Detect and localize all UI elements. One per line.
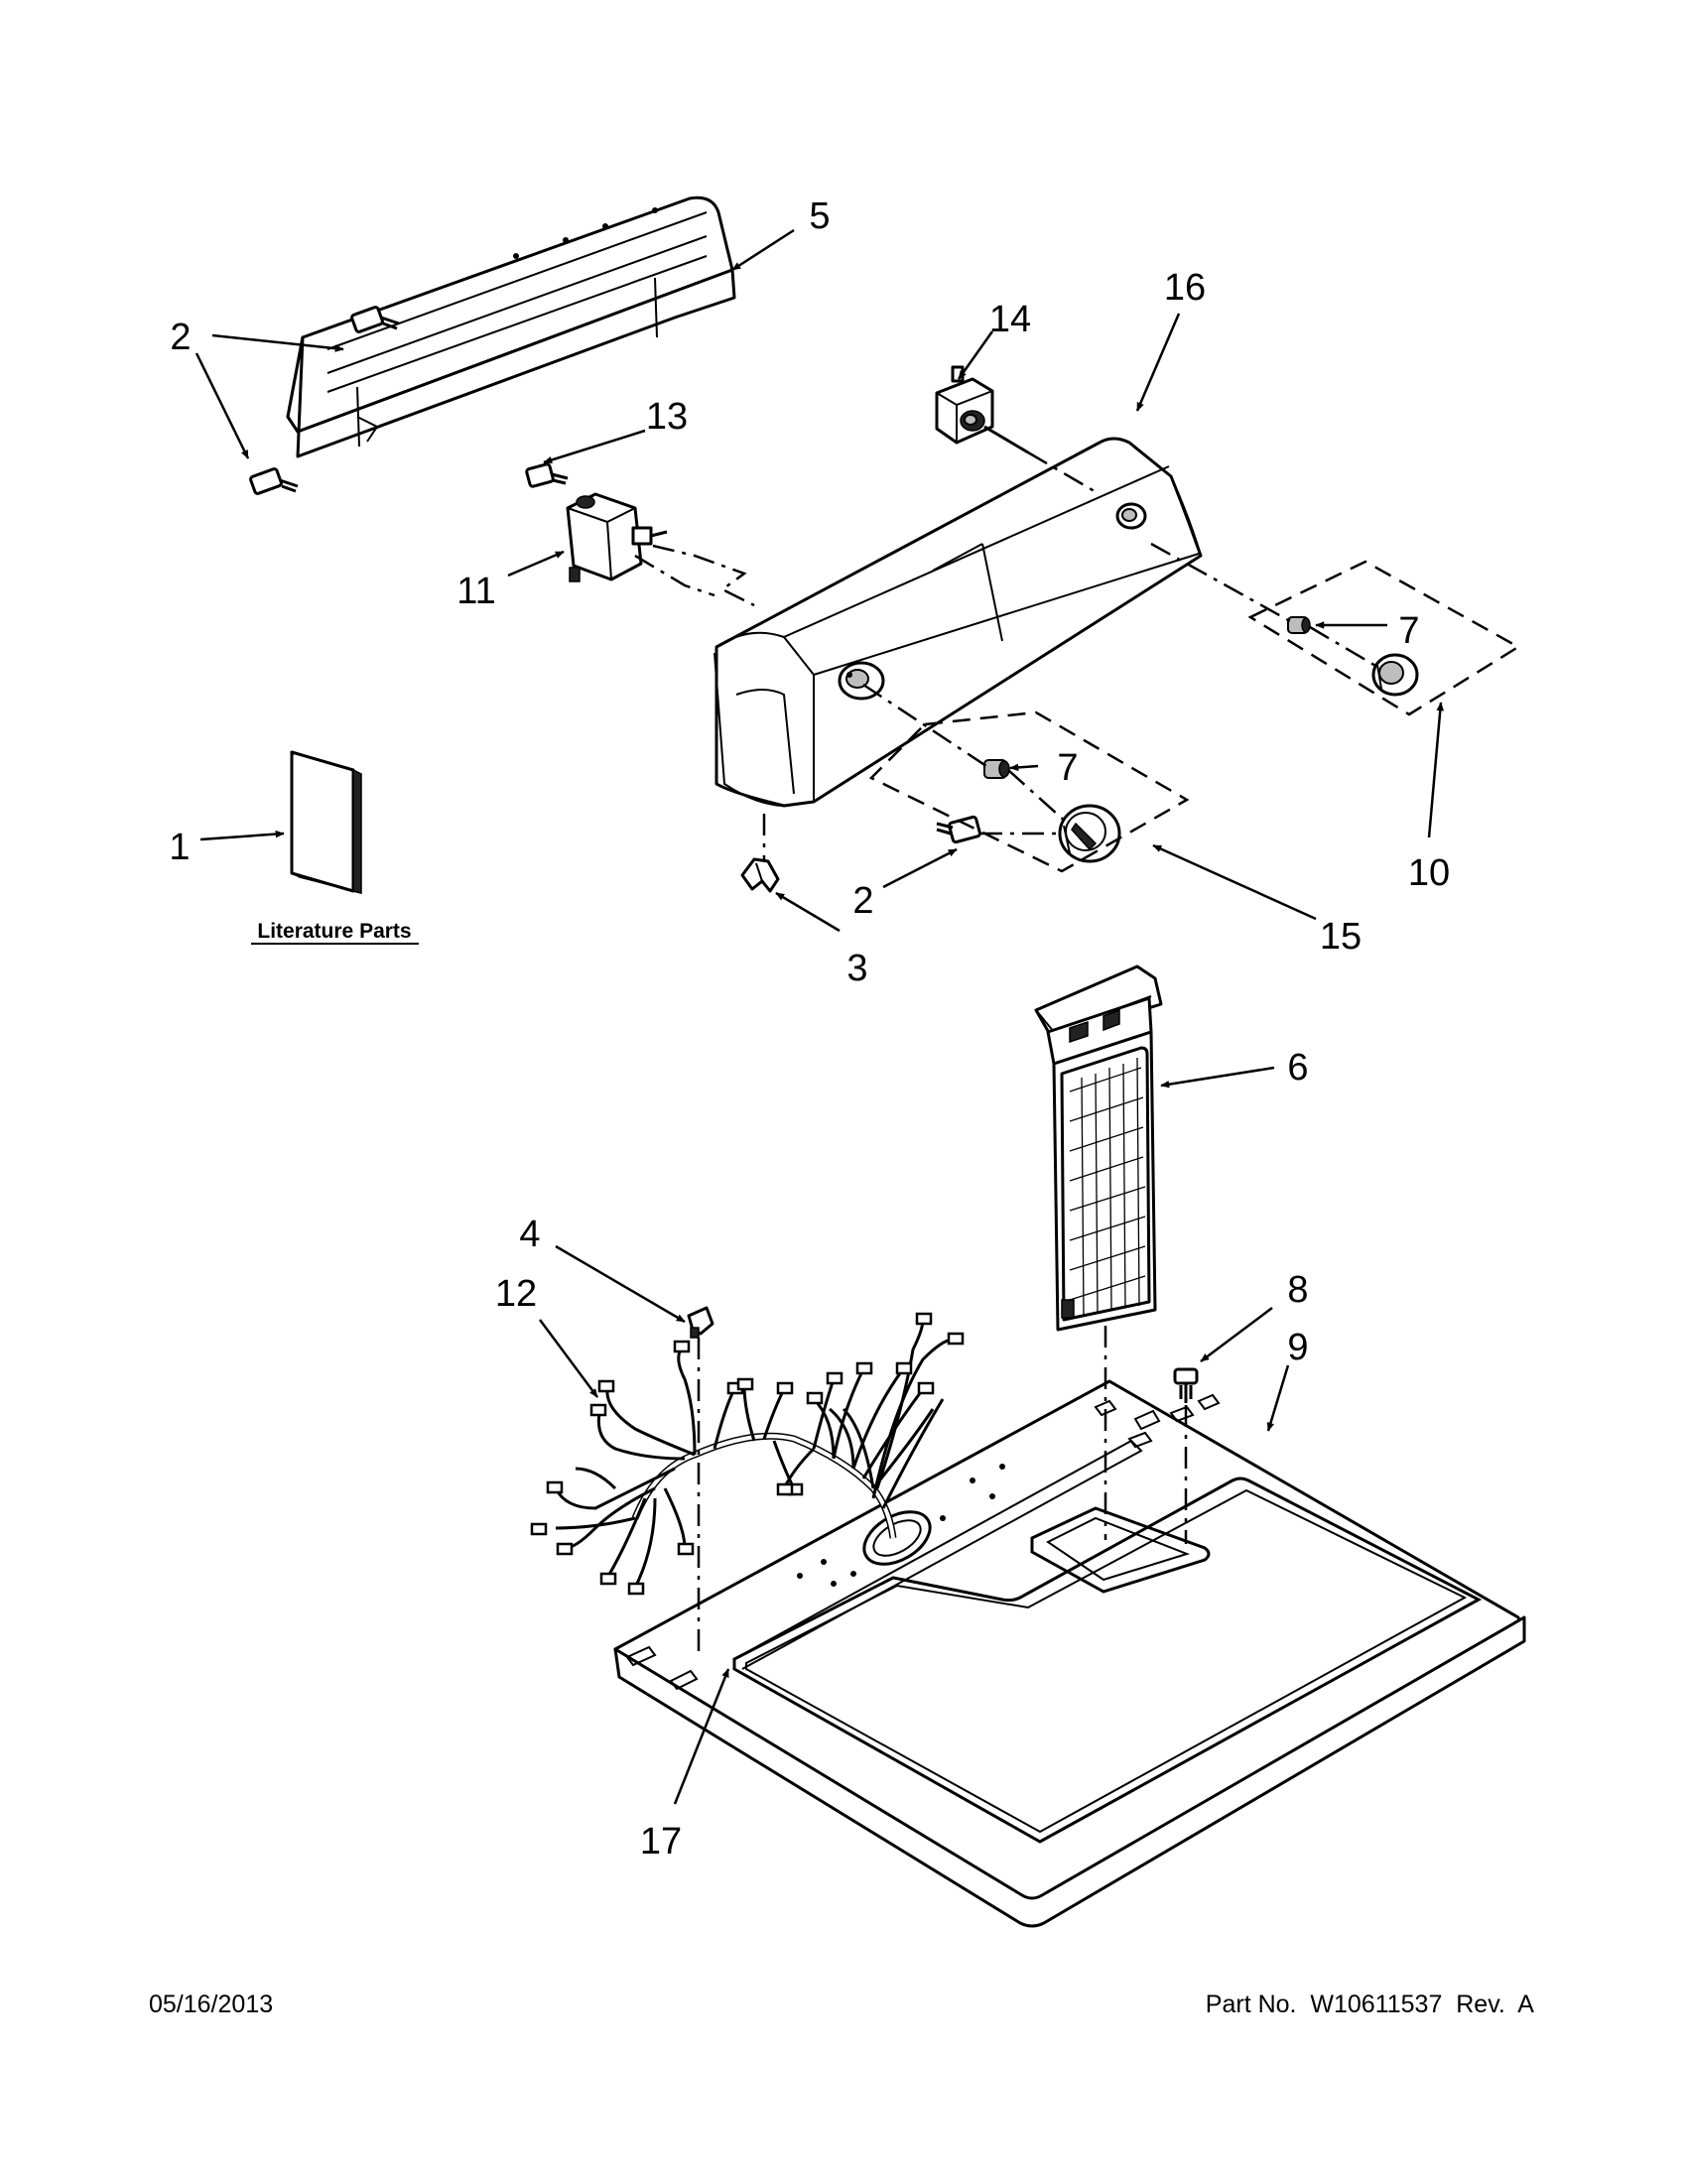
switch-icon [935,365,1029,454]
callout-6: 6 [1287,1047,1308,1089]
screw-icon [525,462,569,488]
callout-10: 10 [1408,852,1450,894]
wire-harness-icon [530,1312,965,1596]
callout-14: 14 [989,299,1031,340]
spacer-icon [983,759,1010,779]
callout-17: 17 [640,1821,682,1863]
callout-1: 1 [169,827,190,868]
screw-icon [1173,1367,1199,1403]
footer-date: 05/16/2013 [149,1991,273,2018]
screw-icon [936,815,981,844]
rear-panel [286,195,736,458]
callout-7: 7 [1057,747,1078,789]
callout-9: 9 [1287,1327,1308,1368]
callout-4: 4 [519,1214,540,1255]
knob-icon [1058,804,1121,863]
knob-icon [1371,653,1419,697]
callout-2: 2 [170,317,191,358]
dryer-top [613,1379,1526,1928]
callout-16: 16 [1164,267,1206,309]
callout-13: 13 [646,396,688,438]
lint-filter-icon [1034,964,1163,1332]
spacer-icon [1287,616,1311,634]
leader-lines [195,228,1445,1805]
callout-3: 3 [846,948,867,989]
callout-12: 12 [495,1273,537,1315]
timer-icon [566,492,668,582]
callout-8: 8 [1287,1269,1308,1311]
clip-icon [740,857,780,893]
console-panel [714,437,1203,808]
literature-label: Literature Parts [257,920,411,943]
literature-booklet-icon [290,750,362,894]
callout-2: 2 [852,880,873,922]
callout-7: 7 [1398,610,1419,652]
screw-icon [350,306,400,333]
callout-5: 5 [809,195,830,237]
screw-icon [249,467,299,495]
wire-clip-icon [687,1306,714,1339]
footer-part-number: Part No. W10611537 Rev. A [1206,1991,1535,2018]
callout-15: 15 [1320,916,1362,958]
callout-11: 11 [456,571,495,612]
callout-numbers: 2 5 16 14 13 11 7 7 1 10 2 15 3 6 4 12 8… [169,195,1450,1863]
